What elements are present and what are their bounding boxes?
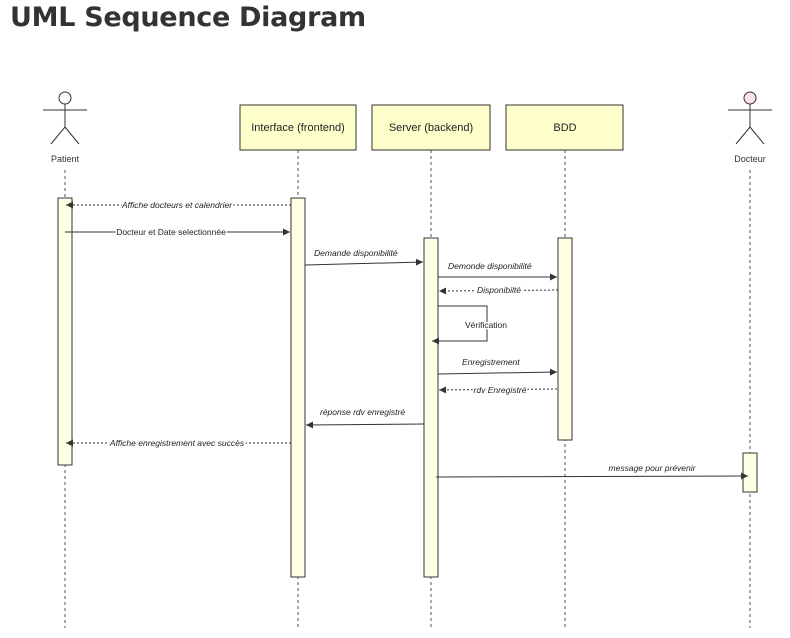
- message-disponibilite-return: Disponibilté: [438, 284, 559, 297]
- activation-bar-server: [423, 237, 439, 578]
- message-affiche-enregistrement: Affiche enregistrement avec succès: [66, 437, 291, 450]
- actor-docteur-head: [743, 91, 757, 105]
- message-enregistrement: Enregistrement: [437, 357, 558, 376]
- message-demonde-disponibilite-label: Demonde disponibilité: [448, 261, 532, 271]
- message-enregistrement-label: Enregistrement: [462, 357, 520, 367]
- lifeline-box-bdd-label: BDD: [553, 122, 576, 134]
- actor-docteur-label: Docteur: [734, 154, 766, 164]
- message-affiche-docteurs-label: Affiche docteurs et calendrier: [121, 200, 233, 210]
- message-verification-label: Vérification: [465, 320, 507, 330]
- activation-bar-patient: [57, 197, 73, 466]
- message-affiche-enregistrement-label: Affiche enregistrement avec succès: [109, 438, 245, 448]
- message-docteur-date: Docteur et Date selectionnée: [65, 226, 290, 239]
- lifeline-box-server: Server (backend): [371, 104, 491, 151]
- message-demande-disponibilite: Demande disponibilité: [304, 248, 424, 266]
- activation-bar-docteur: [742, 452, 758, 493]
- actor-patient: Patient: [43, 91, 87, 164]
- message-demande-disponibilite-label: Demande disponibilité: [314, 248, 398, 258]
- lifeline-box-server-label: Server (backend): [389, 122, 473, 134]
- message-docteur-date-label: Docteur et Date selectionnée: [116, 227, 226, 237]
- lifeline-box-interface: Interface (frontend): [239, 104, 357, 151]
- message-demonde-disponibilite: Demonde disponibilité: [438, 261, 557, 281]
- message-disponibilite-return-label: Disponibilté: [477, 285, 521, 295]
- message-pour-prevenir: message pour prévenir: [435, 463, 749, 480]
- page-title: UML Sequence Diagram: [10, 2, 366, 33]
- actor-docteur: Docteur: [728, 91, 772, 164]
- message-rdv-enregistre-label: rdv Enregistré: [474, 385, 527, 395]
- activation-bar-bdd: [557, 237, 573, 441]
- message-reponse-rdv: réponse rdv enregistré: [305, 407, 425, 429]
- message-pour-prevenir-label: message pour prévenir: [609, 463, 697, 473]
- message-reponse-rdv-label: réponse rdv enregistré: [320, 407, 405, 417]
- lifeline-box-interface-label: Interface (frontend): [251, 122, 345, 134]
- message-verification-self: Vérification: [432, 305, 509, 345]
- lifeline-box-bdd: BDD: [505, 104, 624, 151]
- message-rdv-enregistre: rdv Enregistré: [438, 384, 558, 397]
- actor-patient-label: Patient: [51, 154, 80, 164]
- actor-patient-head: [58, 91, 72, 105]
- message-affiche-docteurs: Affiche docteurs et calendrier: [66, 199, 291, 212]
- activation-bar-interface: [290, 197, 306, 578]
